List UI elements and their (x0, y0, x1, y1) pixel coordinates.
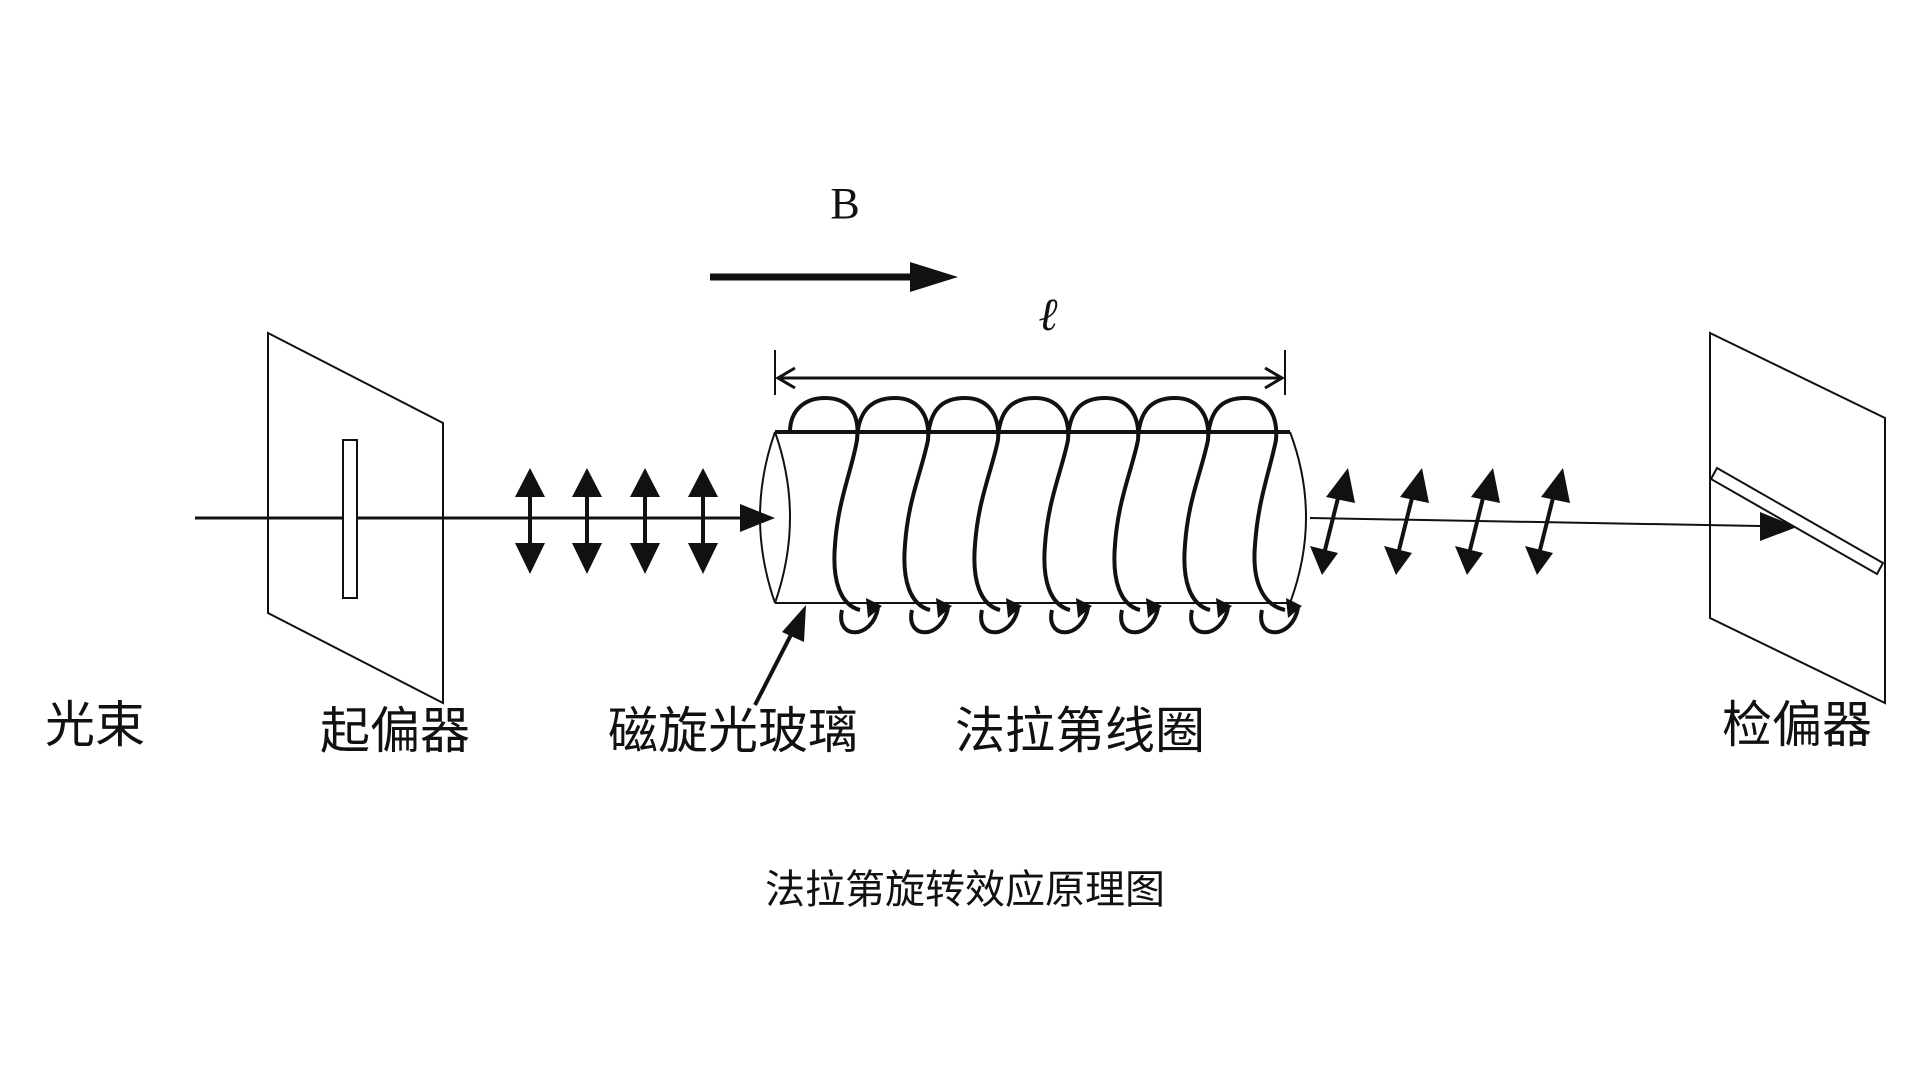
light-beam-label: 光束 (45, 696, 145, 754)
glass-pointer-arrow (753, 605, 806, 706)
faraday-coil (788, 395, 1302, 635)
outgoing-light-beam (1309, 512, 1797, 541)
rotated-polarization-arrows (1310, 468, 1570, 575)
faraday-coil-label: 法拉第线圈 (955, 702, 1205, 760)
length-symbol: ℓ (1038, 289, 1058, 340)
polarizer-label: 起偏器 (320, 702, 470, 760)
analyzer-plate (1709, 331, 1886, 705)
analyzer-label: 检偏器 (1722, 696, 1872, 754)
polarizer-plate (267, 331, 444, 705)
field-symbol: B (830, 179, 859, 228)
magneto-optic-glass (759, 430, 1307, 604)
incoming-light-beam (195, 504, 775, 532)
magnetic-field-arrow (710, 262, 958, 292)
vertical-polarization-arrows (515, 468, 718, 574)
diagram-caption: 法拉第旋转效应原理图 (765, 867, 1165, 913)
length-dimension (774, 350, 1286, 395)
magneto-optic-glass-label: 磁旋光玻璃 (608, 702, 858, 760)
